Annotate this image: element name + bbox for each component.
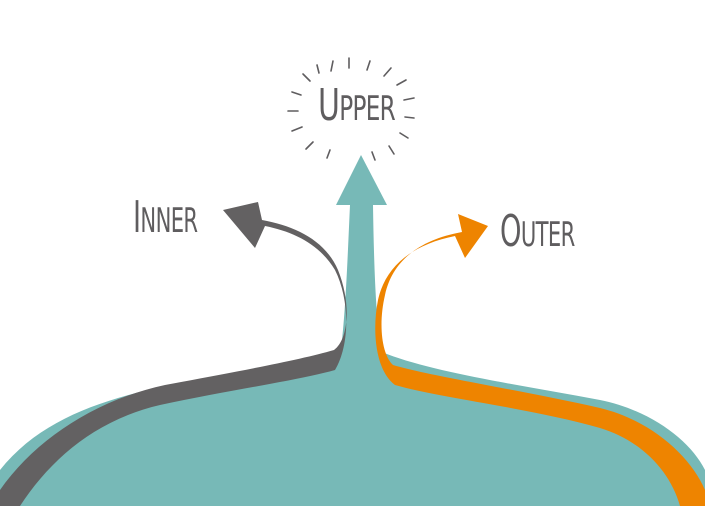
teal-mound: [0, 352, 705, 506]
label-upper: UPPER: [318, 84, 396, 129]
curved-arrow-right-icon: [375, 214, 705, 506]
label-outer-rest: UTER: [520, 215, 575, 255]
label-inner: INNER: [133, 196, 198, 241]
label-outer: OUTER: [500, 210, 575, 254]
label-outer-cap: O: [500, 206, 521, 257]
arrow-up-icon: [336, 155, 387, 370]
curved-arrow-left-icon: [0, 202, 347, 506]
label-inner-rest: NNER: [140, 201, 198, 241]
label-inner-cap: I: [133, 192, 141, 243]
sparkle-rays-icon: [287, 57, 415, 161]
label-upper-rest: PPER: [339, 89, 396, 129]
label-upper-cap: U: [318, 80, 340, 131]
